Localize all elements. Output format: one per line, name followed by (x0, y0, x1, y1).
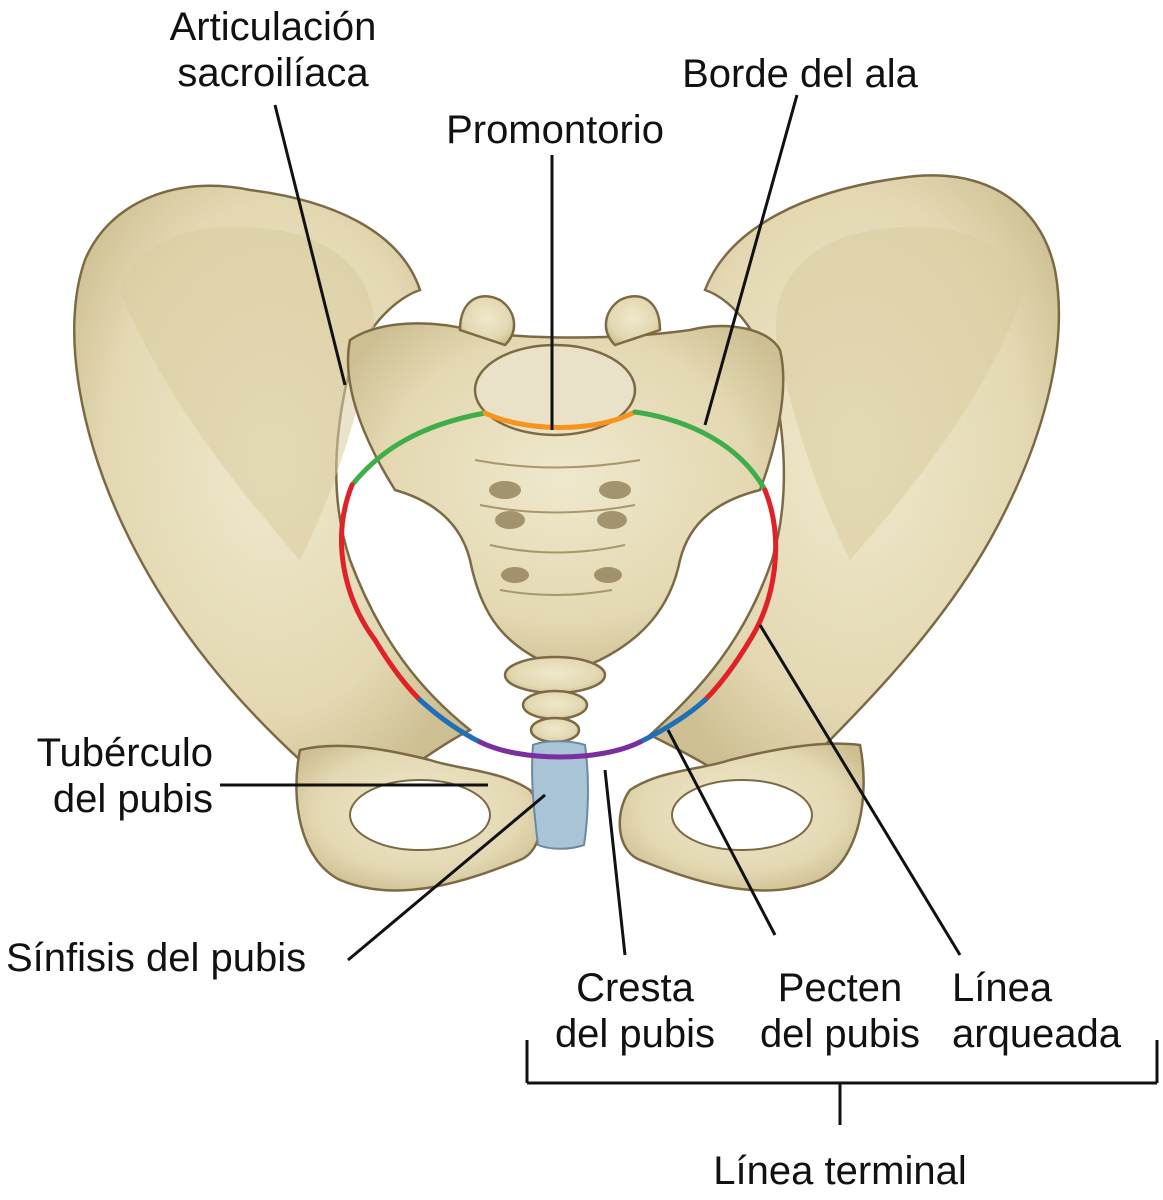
left-obturator-foramen (349, 779, 491, 851)
right-iliac-fossa (775, 226, 1025, 560)
ala-segment-left (349, 410, 488, 488)
label-articulacion-sacroiliaca: Articulación sacroilíaca (148, 4, 398, 96)
label-linea-terminal-text: Línea terminal (713, 1149, 967, 1193)
label-cresta-del-pubis: Cresta del pubis (535, 965, 735, 1057)
pecten-segment-right (637, 697, 708, 745)
label-linea-arqueada: Línea arqueada (952, 965, 1152, 1057)
promontory-segment (482, 409, 638, 431)
crest-segment (477, 739, 643, 760)
leader-sinfisis (347, 793, 546, 962)
label-tuberculo-line2: del pubis (52, 777, 213, 821)
right-sacral-process (604, 295, 662, 347)
leader-borde-ala (703, 94, 799, 426)
coccyx (503, 655, 607, 744)
linea-terminal-bracket (525, 1040, 1159, 1125)
label-pecten-line2: del pubis (759, 1012, 921, 1056)
label-articulacion-line2: sacroilíaca (177, 51, 369, 95)
linea-terminalis (339, 409, 779, 760)
leader-cresta (603, 769, 627, 956)
label-linea-arqueada-line1: Línea (952, 966, 1053, 1010)
label-linea-arqueada-line2: arqueada (952, 1012, 1122, 1056)
label-borde-ala-text: Borde del ala (682, 52, 918, 96)
pecten-segment-left (417, 697, 483, 745)
label-tuberculo-del-pubis: Tubérculo del pubis (0, 730, 213, 822)
left-sacral-process (458, 295, 516, 347)
leader-linea-arqueada (758, 624, 962, 956)
label-promontorio-text: Promontorio (446, 108, 664, 152)
pubic-symphysis (531, 740, 589, 850)
label-articulacion-line1: Articulación (169, 5, 377, 49)
ala-segment-right (632, 409, 768, 493)
sacral-ridges (474, 459, 641, 596)
sacral-base (473, 343, 637, 437)
label-borde-del-ala: Borde del ala (655, 51, 945, 97)
arcuate-segment-right (702, 487, 779, 703)
arcuate-segment-left (339, 482, 423, 703)
label-pecten-del-pubis: Pecten del pubis (740, 965, 940, 1057)
left-iliac-fossa (120, 226, 375, 560)
label-cresta-line1: Cresta (576, 966, 694, 1010)
label-promontorio: Promontorio (420, 107, 690, 153)
label-sinfisis-text: Sínfisis del pubis (6, 936, 307, 980)
leader-articulacion (273, 104, 347, 386)
sacrum (346, 322, 785, 669)
leader-pecten (666, 729, 777, 936)
right-obturator-foramen (671, 779, 813, 851)
label-pecten-line1: Pecten (777, 966, 903, 1010)
sacral-foramina (489, 481, 631, 583)
label-tuberculo-line1: Tubérculo (36, 731, 213, 775)
label-sinfisis-del-pubis: Sínfisis del pubis (6, 935, 351, 981)
label-cresta-line2: del pubis (554, 1012, 716, 1056)
label-linea-terminal: Línea terminal (690, 1148, 990, 1194)
leader-lines (220, 94, 962, 962)
